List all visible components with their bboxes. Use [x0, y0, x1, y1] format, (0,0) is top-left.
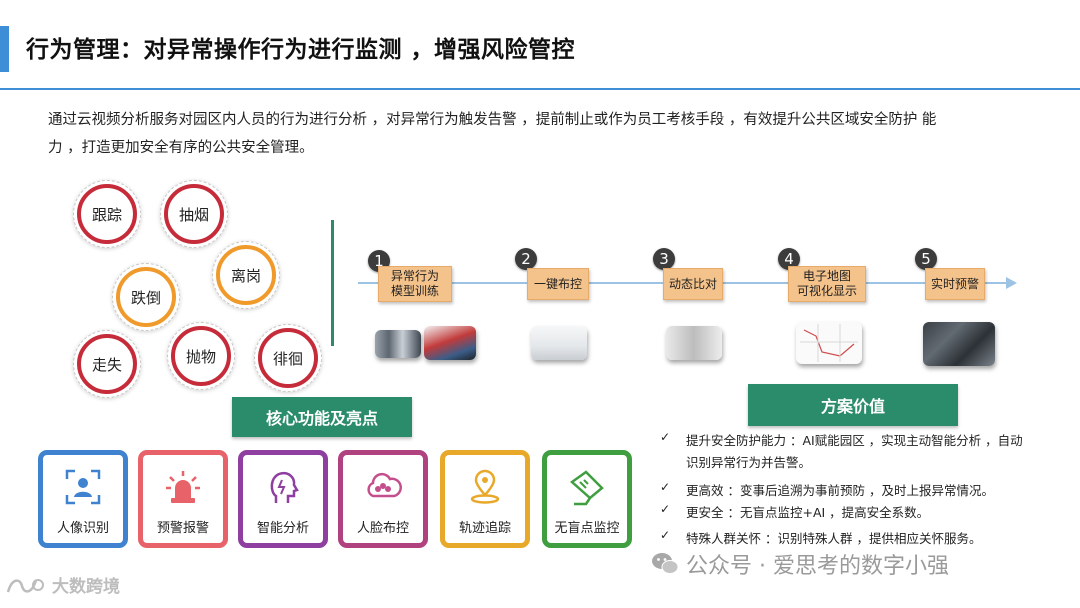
- step-label: 模型训练: [390, 284, 439, 298]
- value-text: 更安全 ：无盲点监控+AI ，提高安全系数。: [686, 505, 930, 520]
- location-pin-icon: [465, 467, 505, 507]
- value-text: 更高效 ：变事后追溯为事前预防 ，及时上报异常情况。: [686, 483, 994, 498]
- behavior-label: 跌倒: [130, 288, 161, 307]
- behavior-circle-throwing: 抛物: [167, 322, 235, 390]
- behavior-label: 徘徊: [272, 349, 303, 368]
- behavior-circle-smoking: 抽烟: [160, 180, 228, 248]
- value-item: ✓ 特殊人群关怀 ：识别特殊人群 ，提供相应关怀服务。: [660, 528, 981, 550]
- value-text: 提升安全防护能力 ：AI赋能园区 ，实现主动智能分析 ，自动: [686, 433, 1023, 448]
- feature-card-no-blind-spot[interactable]: 无盲点监控: [542, 450, 632, 548]
- feature-label: 无盲点监控: [554, 521, 620, 536]
- thumbnail-map: [796, 322, 862, 364]
- page-title: 行为管理：对异常操作行为进行监测 ，增强风险管控: [26, 37, 576, 63]
- step-label: 电子地图: [802, 269, 851, 283]
- camera-icon: [567, 467, 607, 507]
- value-item: ✓ 更高效 ：变事后追溯为事前预防 ，及时上报异常情况。: [660, 480, 994, 502]
- feature-card-trajectory[interactable]: 轨迹追踪: [440, 450, 530, 548]
- intro-line-1: 通过云视频分析服务对园区内人员的行为进行分析 ，对异常行为触发告警 ，提前制止或…: [48, 112, 937, 128]
- feature-card-face-control[interactable]: 人脸布控: [338, 450, 428, 548]
- section-divider: [331, 220, 334, 346]
- step-box-model-training: 异常行为 模型训练: [378, 266, 452, 302]
- behavior-label: 抛物: [185, 347, 216, 366]
- wechat-icon: [650, 549, 680, 579]
- brand-logo-icon: [6, 574, 46, 596]
- behavior-label: 离岗: [230, 266, 261, 285]
- solution-value-heading: 方案价值: [748, 384, 958, 426]
- behavior-circle-loitering: 徘徊: [254, 324, 322, 392]
- value-text: 特殊人群关怀 ：识别特殊人群 ，提供相应关怀服务。: [686, 531, 982, 546]
- step-label: 异常行为: [390, 269, 439, 283]
- thumbnail-dynamic-compare: [666, 326, 722, 360]
- title-accent-bar: [0, 26, 9, 72]
- step-number: 5: [915, 248, 937, 270]
- check-icon: ✓: [660, 480, 671, 494]
- step-label: 动态比对: [668, 276, 717, 291]
- thumbnail-one-click-deploy: [531, 326, 587, 360]
- feature-card-alarm[interactable]: 预警报警: [138, 450, 228, 548]
- behavior-circle-leave-post: 离岗: [212, 241, 280, 309]
- thumbnail-model-training: [375, 330, 421, 358]
- value-item: ✓ 提升安全防护能力 ：AI赋能园区 ，实现主动智能分析 ，自动识别异常行为并告…: [660, 430, 1023, 474]
- brain-head-icon: [263, 467, 303, 507]
- behavior-circle-fall: 跌倒: [112, 263, 180, 331]
- check-icon: ✓: [660, 502, 671, 516]
- step-number: 2: [515, 248, 537, 270]
- check-icon: ✓: [660, 528, 671, 542]
- core-features-heading: 核心功能及亮点: [232, 397, 412, 437]
- process-flow-arrowhead: [1006, 277, 1017, 289]
- step-label: 实时预警: [930, 276, 979, 291]
- thumbnail-realtime-alert: [923, 322, 995, 366]
- step-box-dynamic-compare: 动态比对: [663, 268, 723, 300]
- title-divider: [0, 88, 1080, 90]
- step-box-one-click-deploy: 一键布控: [527, 268, 589, 300]
- feature-card-smart-analysis[interactable]: 智能分析: [238, 450, 328, 548]
- behavior-label: 抽烟: [178, 205, 209, 224]
- face-cloud-icon: [363, 467, 403, 507]
- watermark-text: 公众号 · 爱思考的数字小强: [686, 554, 949, 579]
- alarm-siren-icon: [163, 467, 203, 507]
- feature-label: 轨迹追踪: [458, 521, 511, 536]
- intro-line-2: 力 ，打造更加安全有序的公共安全管理。: [48, 140, 314, 156]
- behavior-circle-tracking: 跟踪: [73, 180, 141, 248]
- behavior-circle-lost: 走失: [73, 330, 141, 398]
- behavior-label: 跟踪: [91, 205, 122, 224]
- wechat-watermark: 公众号 · 爱思考的数字小强: [650, 548, 949, 580]
- brand-text: 大数跨境: [52, 577, 120, 597]
- step-label: 一键布控: [533, 276, 582, 291]
- value-text: 识别异常行为并告警。: [686, 455, 812, 470]
- person-scan-icon: [63, 467, 103, 507]
- feature-label: 人像识别: [56, 521, 109, 536]
- step-number: 3: [653, 248, 675, 270]
- feature-label: 智能分析: [256, 521, 309, 536]
- step-number: 4: [778, 248, 800, 270]
- brand-mark: 大数跨境: [6, 572, 120, 597]
- step-box-map-visualization: 电子地图 可视化显示: [788, 266, 866, 302]
- step-box-realtime-alert: 实时预警: [925, 268, 985, 300]
- check-icon: ✓: [660, 430, 671, 444]
- feature-label: 人脸布控: [356, 521, 409, 536]
- feature-card-face-recognition[interactable]: 人像识别: [38, 450, 128, 548]
- value-item: ✓ 更安全 ：无盲点监控+AI ，提高安全系数。: [660, 502, 929, 524]
- intro-text: 通过云视频分析服务对园区内人员的行为进行分析 ，对异常行为触发告警 ，提前制止或…: [48, 106, 1013, 162]
- thumbnail-model-training-2: [424, 326, 476, 360]
- behavior-label: 走失: [91, 355, 122, 374]
- step-label: 可视化显示: [796, 284, 857, 298]
- feature-label: 预警报警: [156, 521, 209, 536]
